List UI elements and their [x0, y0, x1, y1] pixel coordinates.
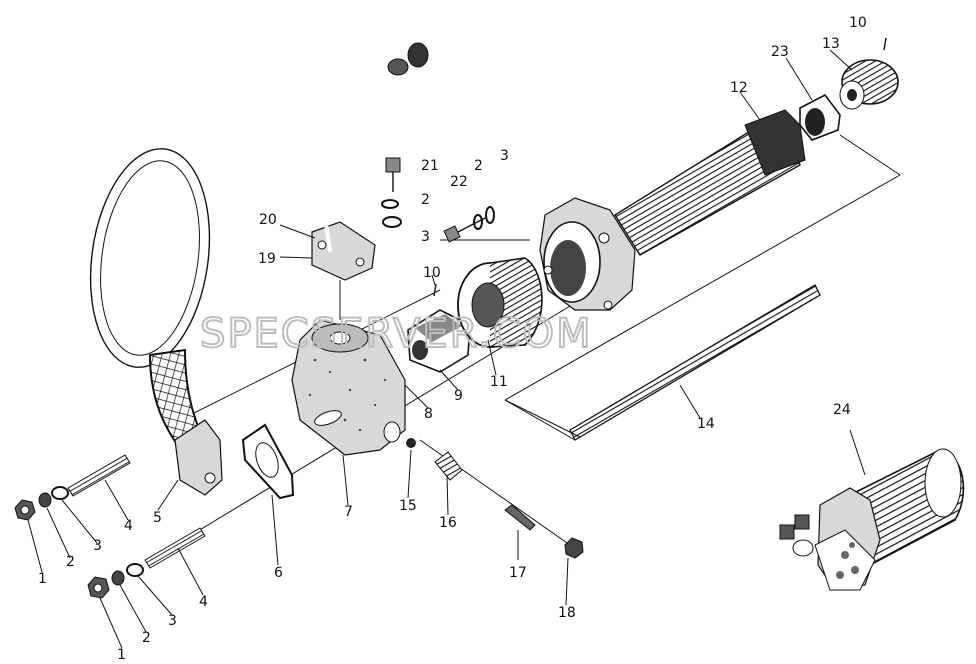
callout-11: 11 [490, 374, 508, 390]
callout-16: 16 [439, 515, 457, 531]
bolt-21 [385, 157, 401, 192]
callout-2-upper-bolt: 2 [421, 192, 430, 208]
gasket [241, 423, 295, 500]
callout-22: 22 [450, 174, 468, 190]
pin-rotor [433, 283, 437, 297]
callout-4-lower: 4 [199, 594, 208, 610]
callout-3-lower: 3 [168, 613, 177, 629]
pump-body [291, 319, 406, 456]
callout-9: 9 [454, 388, 463, 404]
callout-10-rotor: 10 [423, 265, 441, 281]
callout-13: 13 [822, 36, 840, 52]
washer-upper [382, 216, 402, 228]
drive-shaft [614, 109, 806, 256]
callout-2-lower: 2 [142, 630, 151, 646]
callout-4-upper: 4 [124, 518, 133, 534]
callout-21: 21 [421, 158, 439, 174]
oil-filter [779, 448, 965, 591]
callout-5: 5 [153, 510, 162, 526]
leader-lines [27, 49, 866, 649]
callout-3-upper: 3 [93, 538, 102, 554]
watermark: SPECSERVER.COM [200, 311, 593, 357]
fastener-set-lower [87, 527, 206, 599]
callout-8: 8 [424, 406, 433, 422]
bushing [799, 93, 841, 141]
callout-3-bolt22: 3 [500, 148, 509, 164]
callout-1-lower: 1 [117, 647, 126, 663]
pipe-flange [311, 42, 429, 281]
callout-23: 23 [771, 44, 789, 60]
callout-20: 20 [259, 212, 277, 228]
callout-6: 6 [274, 565, 283, 581]
callout-19: 19 [258, 251, 276, 267]
relief-valve-parts [406, 438, 584, 559]
long-shaft [504, 284, 821, 441]
oil-strainer [89, 148, 223, 496]
callout-14: 14 [697, 416, 715, 432]
bolt-22 [443, 206, 495, 243]
lock-washer-upper [381, 199, 399, 209]
drive-housing [539, 197, 636, 311]
callout-18: 18 [558, 605, 576, 621]
drive-gear [839, 59, 899, 110]
casting-texture [308, 358, 387, 432]
callout-2-upper: 2 [66, 554, 75, 570]
callout-17: 17 [509, 565, 527, 581]
fastener-set-upper [14, 454, 131, 521]
outer-rotor [457, 257, 543, 348]
callout-7: 7 [344, 504, 353, 520]
callout-3-upper-bolt: 3 [421, 229, 430, 245]
callout-1-upper: 1 [38, 571, 47, 587]
pin-top [883, 37, 887, 51]
inner-rotor [407, 309, 471, 373]
callout-15: 15 [399, 498, 417, 514]
callout-10-top: 10 [849, 15, 867, 31]
callout-24: 24 [833, 402, 851, 418]
callout-labels: 1 2 3 4 1 2 3 4 5 6 7 8 9 10 10 11 12 13… [38, 15, 867, 663]
callout-12: 12 [730, 80, 748, 96]
callout-2-bolt22: 2 [474, 158, 483, 174]
